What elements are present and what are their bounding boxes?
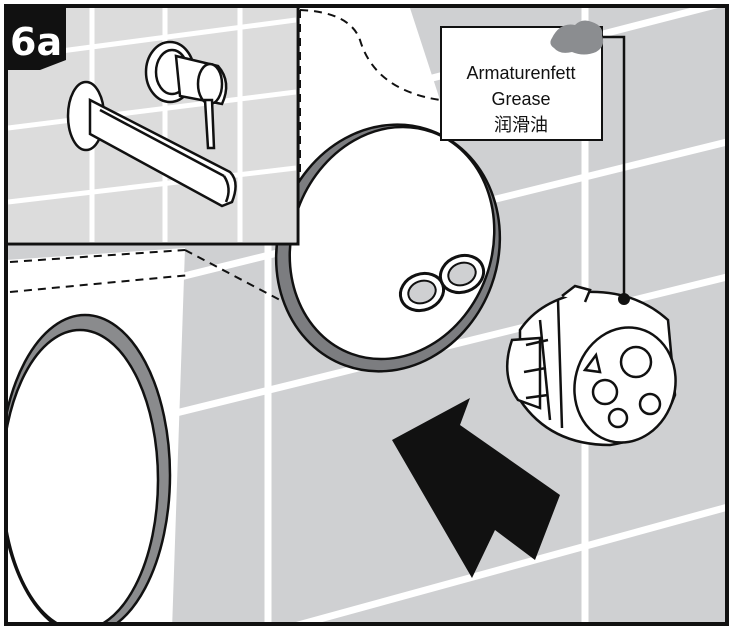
valve-cartridge bbox=[506, 284, 677, 447]
inset-panel: 6a bbox=[4, 4, 300, 246]
step-badge bbox=[6, 6, 66, 70]
step-label: 6a bbox=[10, 20, 62, 64]
callout-line-2: Grease bbox=[491, 89, 550, 109]
left-housing bbox=[6, 248, 281, 624]
figure-eight-opening bbox=[398, 253, 486, 313]
callout-line-3: 润滑油 bbox=[494, 115, 548, 135]
grease-blob bbox=[550, 20, 604, 55]
grease-callout: Armaturenfett Grease 润滑油 bbox=[440, 20, 604, 141]
cover-plate bbox=[274, 123, 502, 373]
callout-leader-dot bbox=[618, 293, 630, 305]
callout-line-1: Armaturenfett bbox=[466, 63, 575, 83]
faucet-handle bbox=[144, 40, 228, 150]
outer-frame bbox=[4, 4, 729, 626]
insert-direction-arrow bbox=[392, 398, 560, 578]
faucet-spout bbox=[66, 80, 237, 208]
left-cover-face bbox=[6, 328, 160, 624]
